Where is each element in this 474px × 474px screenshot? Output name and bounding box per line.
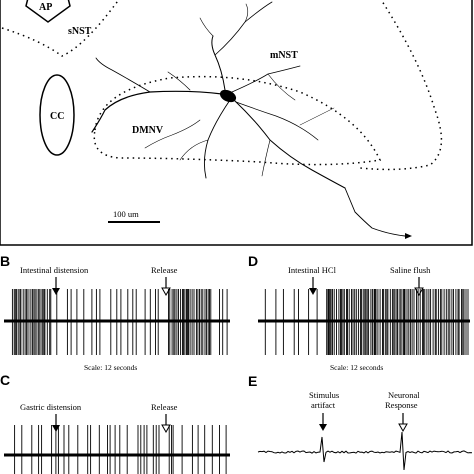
ap-outline (25, 0, 71, 23)
panel-c-release-arrowhead (161, 424, 171, 434)
panel-d-spike-train (264, 289, 469, 355)
mnst-label: mNST (270, 50, 298, 61)
mnst-boundary (359, 0, 443, 171)
panel-c: C Gastric distension Release (0, 372, 230, 474)
panel-b-stimulus-arrowhead (52, 288, 60, 295)
panel-d-stimulus-label: Intestinal HCl (288, 265, 337, 275)
snst-boundary (1, 0, 120, 57)
panel-b-stimulus-label: Intestinal distension (20, 265, 89, 275)
panel-b-letter: B (0, 253, 10, 269)
dmnv-label: DMNV (132, 125, 164, 136)
panel-c-stimulus-label: Gastric distension (20, 402, 82, 412)
panel-a: AP sNST mNST CC DMNV (0, 0, 473, 246)
ap-label: AP (39, 2, 52, 13)
dmnv-boundary (93, 75, 382, 166)
panel-b: B Intestinal distension Release Scale: 1… (0, 253, 230, 372)
panel-b-scale-label: Scale: 12 seconds (84, 363, 137, 372)
panel-c-release-label: Release (151, 402, 178, 412)
panel-d-scale-label: Scale: 12 seconds (330, 363, 383, 372)
panel-e-artifact-label-line2: artifact (311, 400, 336, 410)
snst-label: sNST (68, 26, 92, 37)
panel-c-spike-train (14, 425, 227, 474)
panel-e-response-label-line1: Neuronal (388, 390, 420, 400)
panel-b-release-label: Release (151, 265, 178, 275)
panel-e-artifact-label-line1: Stimulus (309, 390, 339, 400)
panel-d-release-arrowhead (414, 287, 424, 297)
cc-label: CC (50, 111, 64, 122)
central-canal-outline (39, 74, 75, 156)
scale-bar-label: 100 um (113, 209, 139, 219)
panel-e: E Stimulus artifact Neuronal Response (248, 373, 473, 471)
panel-e-waveform (257, 431, 473, 471)
panel-b-release-arrowhead (161, 287, 171, 297)
neuron-tracing (91, 1, 412, 239)
panel-c-letter: C (0, 372, 10, 388)
panel-e-letter: E (248, 373, 257, 389)
panel-e-artifact-arrowhead (319, 424, 327, 431)
panel-b-spike-train (11, 289, 228, 355)
panel-d-release-label: Saline flush (390, 265, 431, 275)
panel-a-frame (0, 0, 473, 246)
panel-d-letter: D (248, 253, 258, 269)
panel-d: D Intestinal HCl Saline flush Scale: 12 … (248, 253, 470, 372)
panel-e-response-arrowhead (398, 423, 408, 433)
panel-d-stimulus-arrowhead (309, 288, 317, 295)
neuron-soma (219, 89, 237, 103)
panel-e-response-label-line2: Response (385, 400, 418, 410)
